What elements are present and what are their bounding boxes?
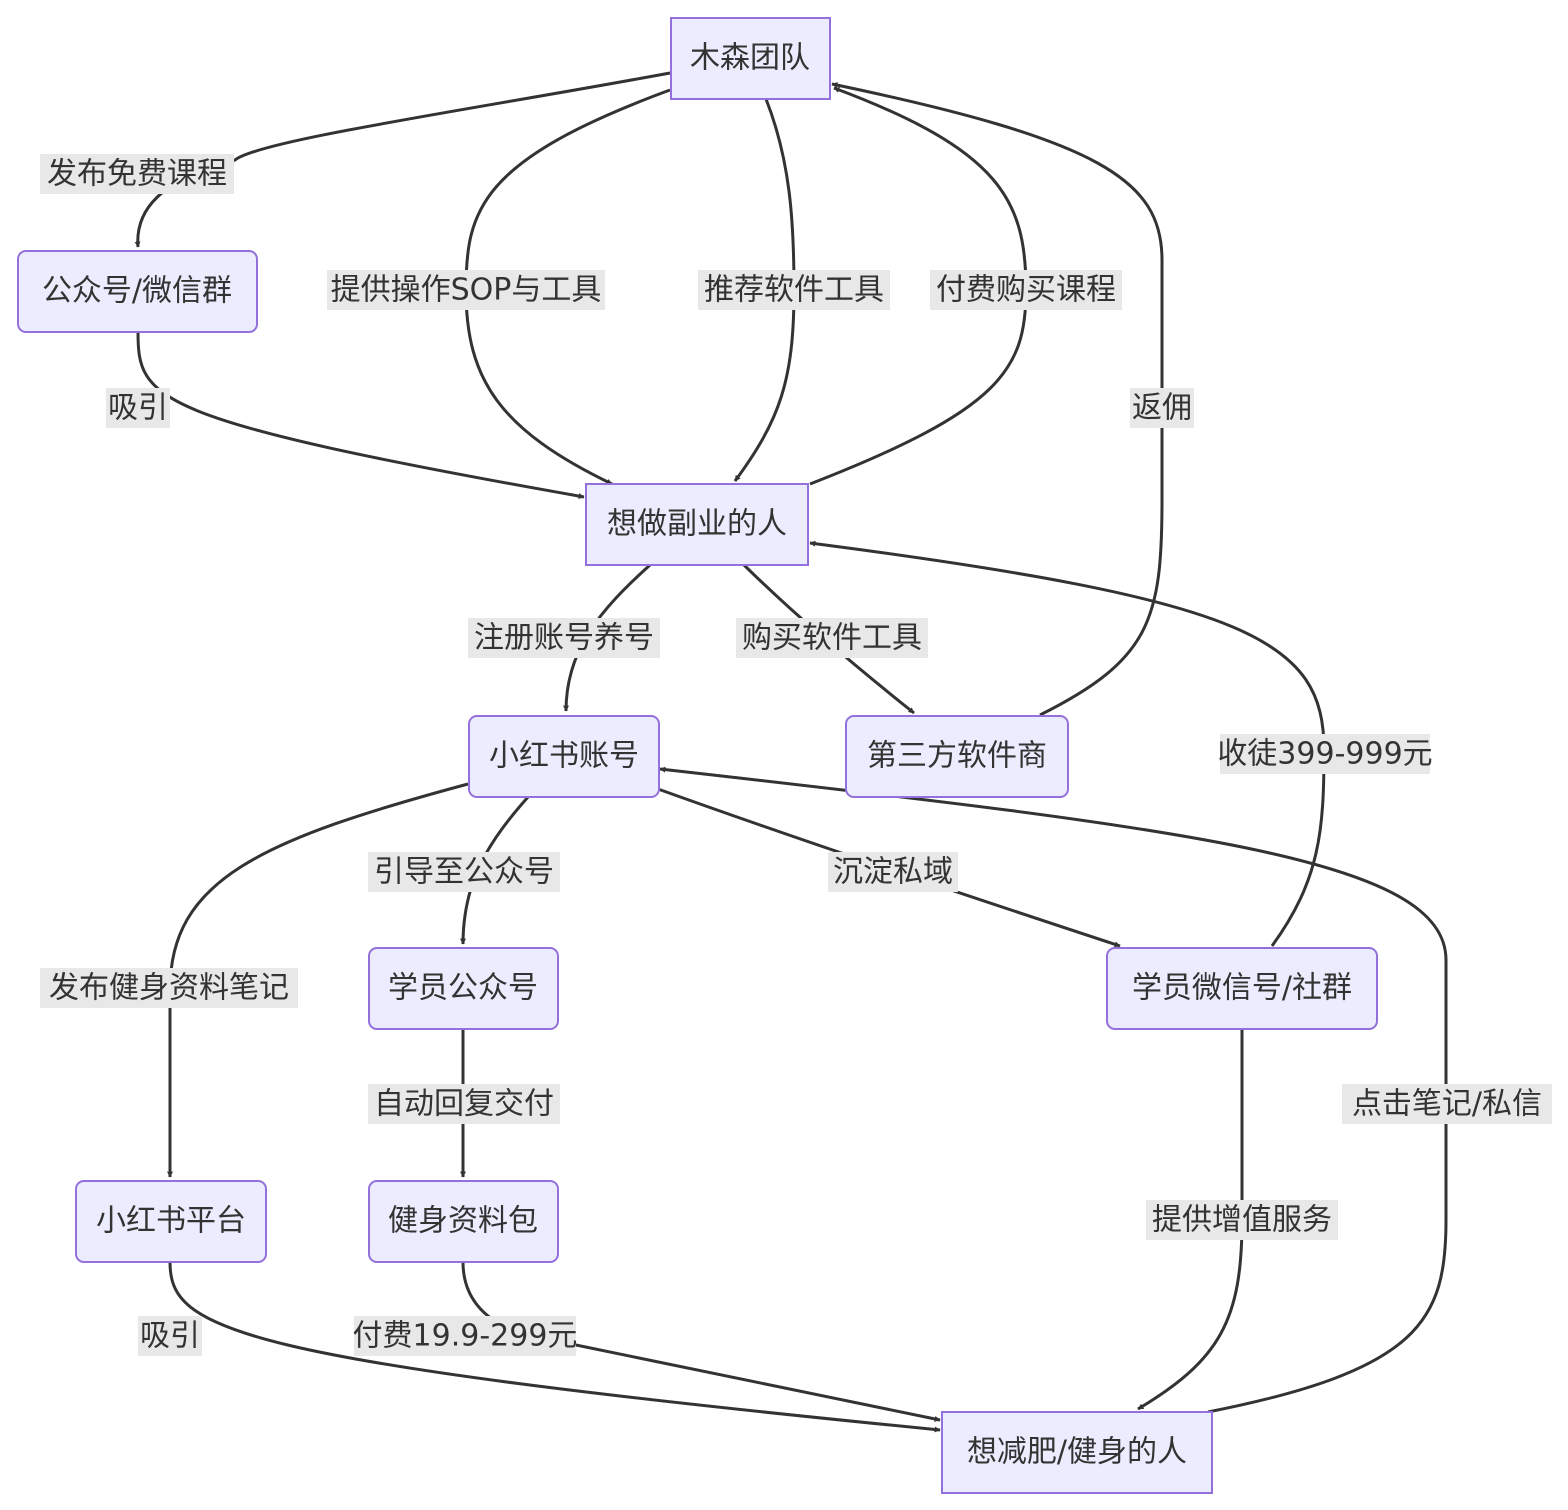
edge-xhs-account-to-xhs-platform xyxy=(167,782,469,1178)
edge-third-party-to-musen xyxy=(831,82,1164,717)
svg-text:小红书账号: 小红书账号 xyxy=(489,739,639,774)
edge-student-wx-to-jianfei xyxy=(1137,1030,1244,1411)
svg-text:引导至公众号: 引导至公众号 xyxy=(374,855,554,890)
svg-text:收徒399-999元: 收徒399-999元 xyxy=(1217,737,1432,772)
svg-text:第三方软件商: 第三方软件商 xyxy=(867,739,1047,774)
edge-label-pay-pack: 付费19.9-299元 xyxy=(353,1316,578,1356)
svg-text:付费19.9-299元: 付费19.9-299元 xyxy=(353,1319,578,1354)
svg-text:学员微信号/社群: 学员微信号/社群 xyxy=(1132,971,1352,1006)
node-student-wechat-community: 学员微信号/社群 xyxy=(1106,947,1378,1030)
svg-text:发布免费课程: 发布免费课程 xyxy=(47,157,227,192)
edge-fitness-pack-to-jianfei xyxy=(461,1261,941,1422)
svg-text:吸引: 吸引 xyxy=(108,391,168,426)
node-xhs-platform: 小红书平台 xyxy=(75,1180,267,1263)
edge-gzh-wx-to-fuye xyxy=(136,331,585,500)
svg-text:推荐软件工具: 推荐软件工具 xyxy=(704,273,884,308)
svg-text:想减肥/健身的人: 想减肥/健身的人 xyxy=(967,1435,1187,1470)
svg-text:提供增值服务: 提供增值服务 xyxy=(1152,1203,1332,1238)
svg-text:健身资料包: 健身资料包 xyxy=(388,1204,538,1239)
edge-label-guide-gzh: 引导至公众号 xyxy=(368,852,560,892)
svg-text:吸引: 吸引 xyxy=(140,1319,200,1354)
edge-label-private-domain: 沉淀私域 xyxy=(828,852,958,892)
svg-text:返佣: 返佣 xyxy=(1132,391,1192,426)
edge-label-pay-course: 付费购买课程 xyxy=(930,270,1122,310)
edge-label-publish-notes: 发布健身资料笔记 xyxy=(40,968,298,1008)
edge-label-publish-free: 发布免费课程 xyxy=(40,154,234,194)
svg-text:自动回复交付: 自动回复交付 xyxy=(374,1087,554,1122)
svg-text:木森团队: 木森团队 xyxy=(690,41,810,76)
svg-text:学员公众号: 学员公众号 xyxy=(388,971,538,1006)
edge-label-auto-reply: 自动回复交付 xyxy=(368,1084,560,1124)
edge-label-provide-sop: 提供操作SOP与工具 xyxy=(327,270,605,310)
node-student-gzh: 学员公众号 xyxy=(368,947,559,1030)
edge-label-commission: 返佣 xyxy=(1130,388,1194,428)
svg-text:购买软件工具: 购买软件工具 xyxy=(742,621,922,656)
edge-label-buy-tools: 购买软件工具 xyxy=(736,618,928,658)
edge-student-wx-to-fuye xyxy=(809,540,1326,947)
nodes: 木森团队 公众号/微信群 想做副业的人 小红书账号 第三方软件商 学员公众号 学… xyxy=(17,17,1378,1494)
edge-labels: 发布免费课程 吸引 提供操作SOP与工具 推荐软件工具 付费购买课程 返佣 注册… xyxy=(40,154,1552,1356)
svg-text:付费购买课程: 付费购买课程 xyxy=(936,273,1116,308)
node-weight-loss-people: 想减肥/健身的人 xyxy=(941,1411,1213,1494)
svg-text:点击笔记/私信: 点击笔记/私信 xyxy=(1352,1087,1542,1122)
svg-text:小红书平台: 小红书平台 xyxy=(96,1204,246,1239)
svg-text:提供操作SOP与工具: 提供操作SOP与工具 xyxy=(331,273,602,308)
edge-label-value-added: 提供增值服务 xyxy=(1146,1200,1338,1240)
edge-musen-to-gzh-wx xyxy=(134,71,671,248)
edge-jianfei-to-xhs-account xyxy=(659,766,1448,1414)
edge-label-attract1: 吸引 xyxy=(106,388,170,428)
node-gzh-wechat-group: 公众号/微信群 xyxy=(17,250,258,333)
edge-xhs-platform-to-jianfei xyxy=(168,1261,941,1433)
node-musen-team: 木森团队 xyxy=(670,17,831,100)
svg-text:想做副业的人: 想做副业的人 xyxy=(607,507,787,542)
edge-label-recommend-tools: 推荐软件工具 xyxy=(698,270,890,310)
node-third-party-vendor: 第三方软件商 xyxy=(845,715,1069,798)
node-xhs-account: 小红书账号 xyxy=(468,715,660,798)
edge-label-attract2: 吸引 xyxy=(138,1316,202,1356)
svg-text:注册账号养号: 注册账号养号 xyxy=(474,621,654,656)
svg-text:发布健身资料笔记: 发布健身资料笔记 xyxy=(49,971,289,1006)
node-fitness-pack: 健身资料包 xyxy=(368,1180,559,1263)
svg-text:沉淀私域: 沉淀私域 xyxy=(833,855,953,890)
edge-label-click-notes: 点击笔记/私信 xyxy=(1342,1084,1552,1124)
edge-label-register: 注册账号养号 xyxy=(468,618,660,658)
svg-text:公众号/微信群: 公众号/微信群 xyxy=(42,274,232,309)
edge-label-apprentice: 收徒399-999元 xyxy=(1217,734,1433,774)
node-side-hustle-people: 想做副业的人 xyxy=(585,483,809,566)
